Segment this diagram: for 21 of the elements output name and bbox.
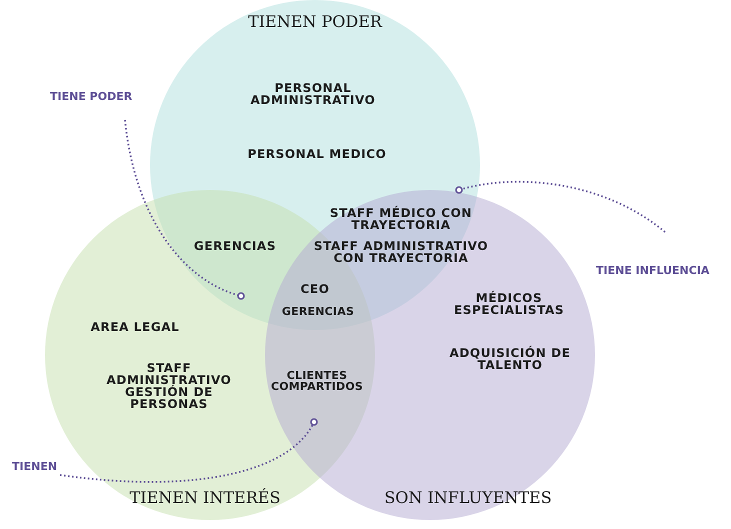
region-label: ADQUISICIÓN DE TALENTO [448, 347, 572, 371]
leader-line [124, 120, 245, 300]
region-label: STAFF ADMINISTRATIVO GESTIÓN DE PERSONAS [106, 362, 232, 410]
callout-text: TIENE PODER [50, 90, 132, 103]
region-label: STAFF MÉDICO CON TRAYECTORIA [328, 207, 474, 231]
callout-text: TIENEN [12, 460, 58, 473]
region-label: GERENCIAS [194, 240, 276, 252]
region-label: PERSONAL ADMINISTRATIVO [250, 82, 376, 106]
region-label: GERENCIAS [282, 306, 354, 317]
region-label: CEO [300, 283, 330, 295]
callout-text: TIENE INFLUENCIA [596, 264, 710, 277]
circle-title: TIENEN PODER [248, 12, 382, 31]
leader-line [60, 418, 318, 483]
region-label: CLIENTES COMPARTIDOS [270, 370, 364, 392]
region-label: PERSONAL MEDICO [248, 148, 386, 160]
leader-line [455, 180, 666, 233]
region-label: MÉDICOS ESPECIALISTAS [454, 292, 564, 316]
circle-title: TIENEN INTERÉS [130, 488, 280, 507]
circle-title: SON INFLUYENTES [384, 488, 552, 507]
region-label: AREA LEGAL [90, 321, 180, 333]
region-label: STAFF ADMINISTRATIVO CON TRAYECTORIA [312, 240, 490, 264]
